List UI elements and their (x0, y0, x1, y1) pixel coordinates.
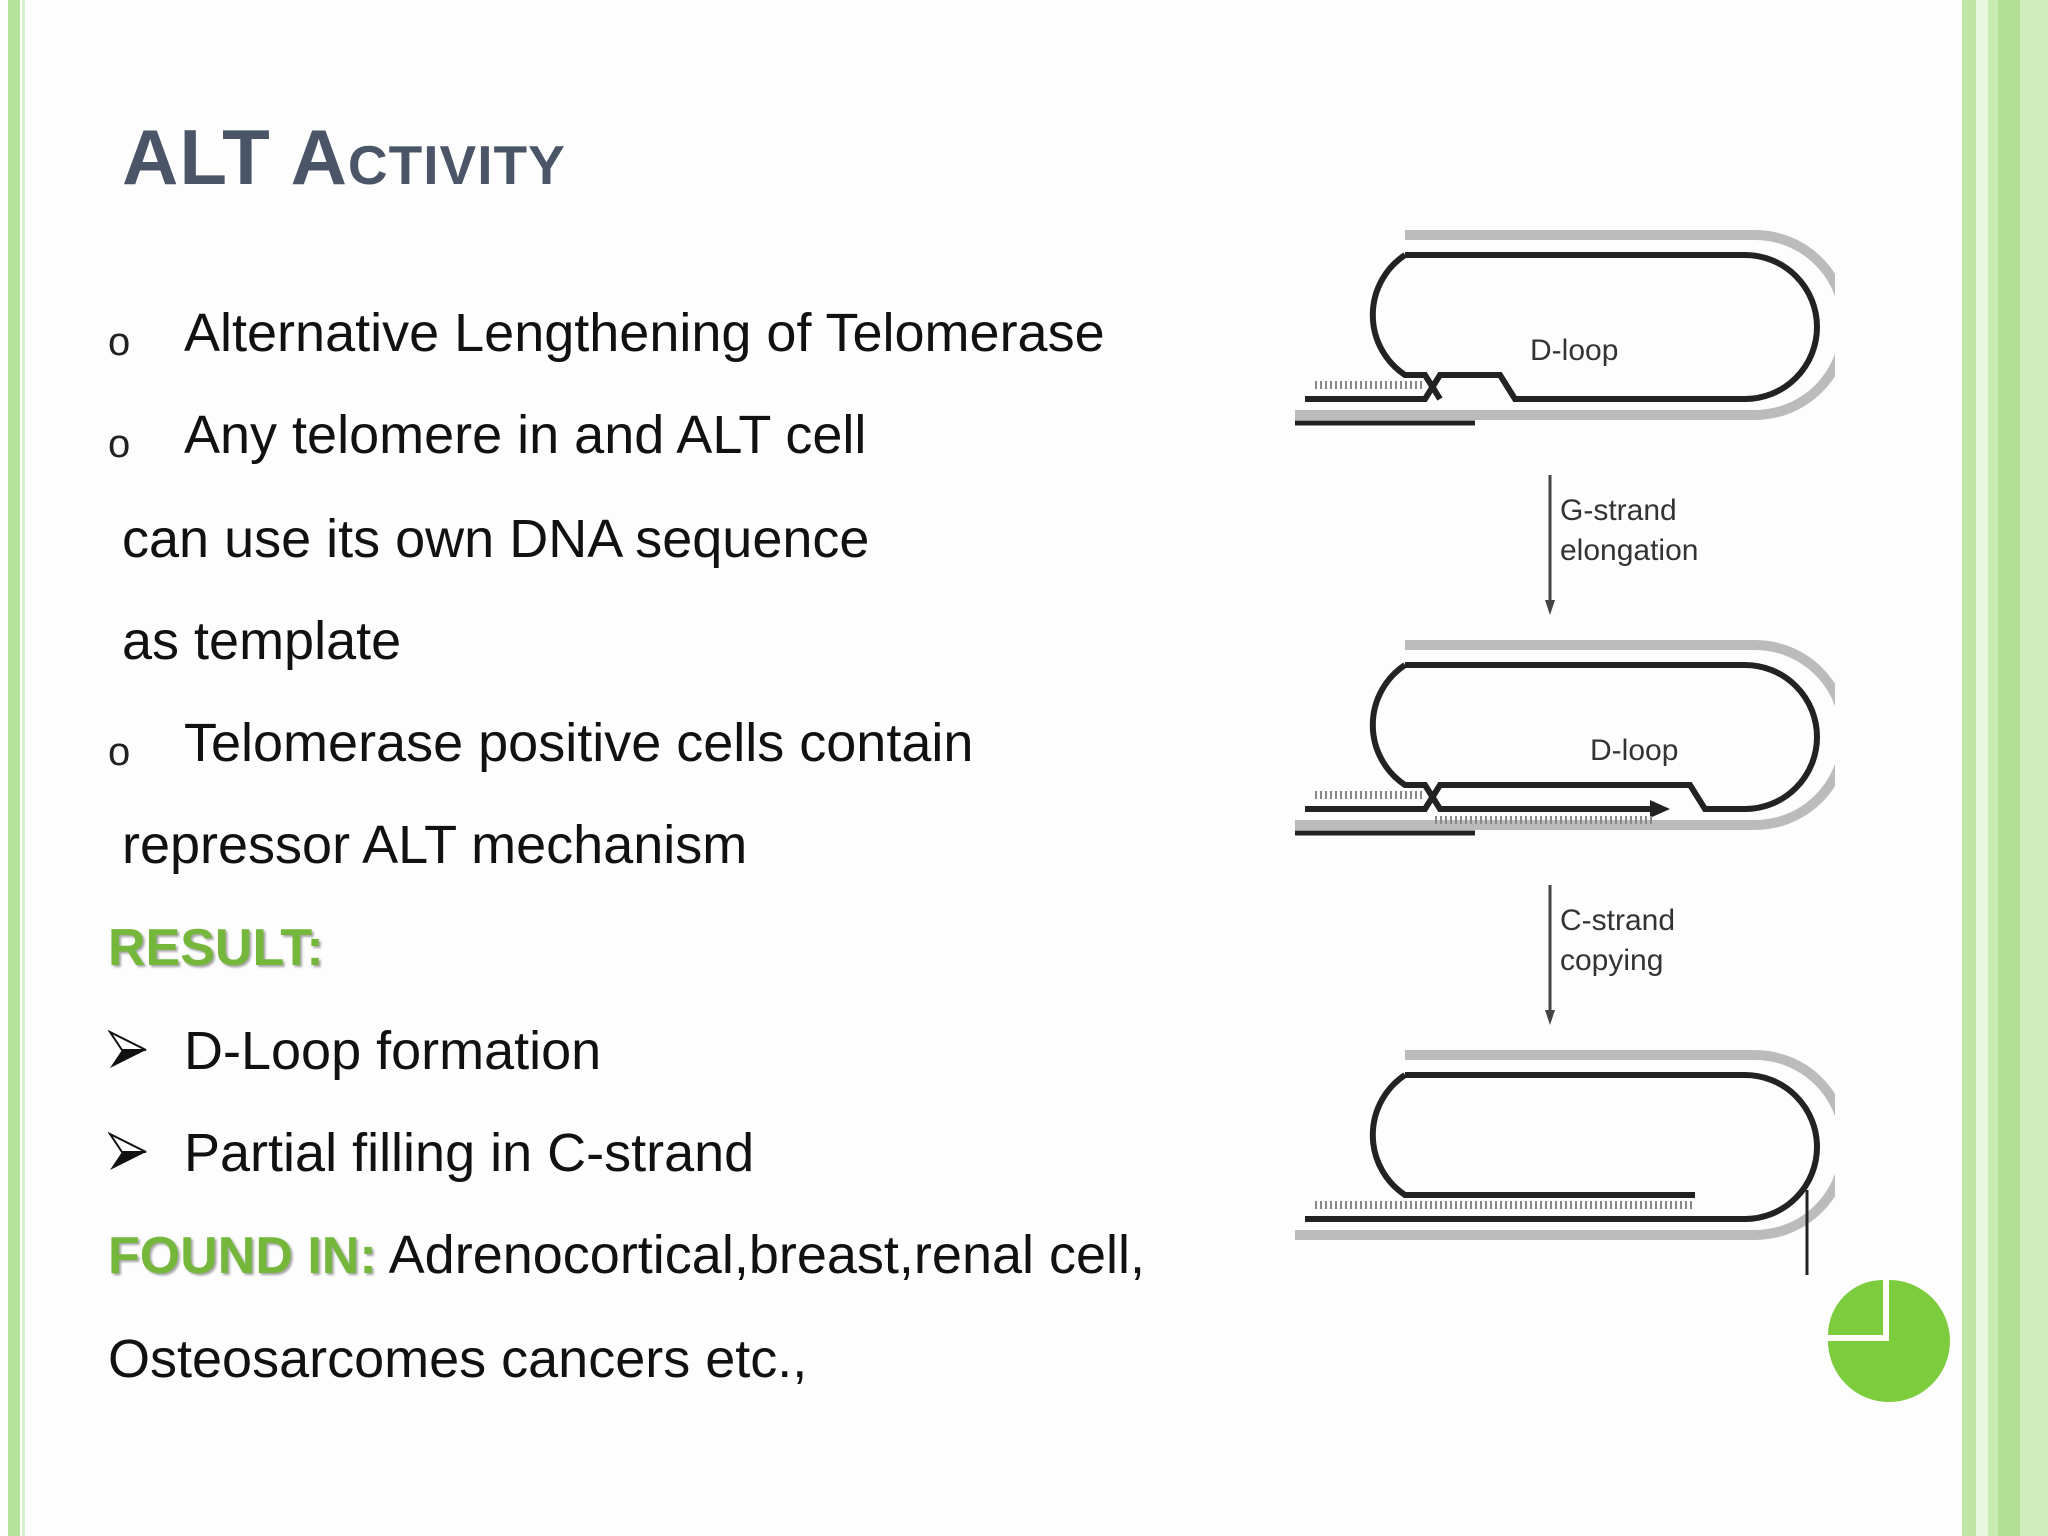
left-decor-stripe (8, 0, 20, 1536)
found-in-line: FOUND IN: Adrenocortical,breast,renal ce… (108, 1228, 1145, 1282)
arrow-bullet-icon (107, 1029, 148, 1074)
circle-bullet-icon: o (108, 730, 131, 774)
diagram-panel-1: D-loop (1295, 230, 1835, 426)
diagram-arrow-1: G-strand elongation (1545, 475, 1698, 615)
result-item-2: Partial filling in C-strand (184, 1123, 755, 1183)
circle-bullet-icon: o (108, 422, 131, 466)
right-decor-stripe-4 (1998, 0, 2020, 1536)
diagram-label-step-1a: G-strand (1560, 494, 1677, 527)
diagram-label-dloop-1: D-loop (1530, 334, 1618, 367)
diagram-label-step-2b: copying (1560, 944, 1663, 977)
diagram-label-step-2a: C-strand (1560, 904, 1675, 937)
right-decor-stripe-1 (1962, 0, 1976, 1536)
right-decor-stripe-3 (1988, 0, 1998, 1536)
continuation-line-3: repressor ALT mechanism (122, 815, 748, 875)
diagram-panel-2: D-loop (1295, 640, 1835, 836)
found-in-label: FOUND IN: (108, 1227, 377, 1285)
alt-mechanism-diagram: D-loop G-strand elongation D-loop C-stra… (1295, 230, 1835, 1275)
slide-title: ALT Activity (122, 113, 566, 201)
right-decor-stripe-5 (2020, 0, 2048, 1536)
left-decor-stripe-thin (22, 0, 25, 1536)
bullet-text-1: Alternative Lengthening of Telomerase (184, 303, 1105, 363)
decorative-pie-icon (1828, 1280, 1950, 1402)
found-in-line-2: Osteosarcomes cancers etc., (108, 1329, 808, 1389)
result-label: RESULT: (108, 919, 324, 977)
result-item-1: D-Loop formation (184, 1021, 602, 1081)
continuation-line-1: can use its own DNA sequence (122, 509, 870, 569)
diagram-label-dloop-2: D-loop (1590, 734, 1678, 767)
arrow-bullet-icon (107, 1131, 148, 1176)
circle-bullet-icon: o (108, 320, 131, 364)
bullet-text-3: Telomerase positive cells contain (184, 713, 974, 773)
diagram-label-step-1b: elongation (1560, 534, 1698, 567)
right-decor-stripe-2 (1976, 0, 1988, 1536)
diagram-panel-3 (1295, 1050, 1835, 1275)
continuation-line-2: as template (122, 611, 402, 671)
diagram-arrow-2: C-strand copying (1545, 885, 1675, 1025)
found-in-text: Adrenocortical,breast,renal cell, (376, 1225, 1146, 1285)
bullet-text-2: Any telomere in and ALT cell (184, 405, 867, 465)
